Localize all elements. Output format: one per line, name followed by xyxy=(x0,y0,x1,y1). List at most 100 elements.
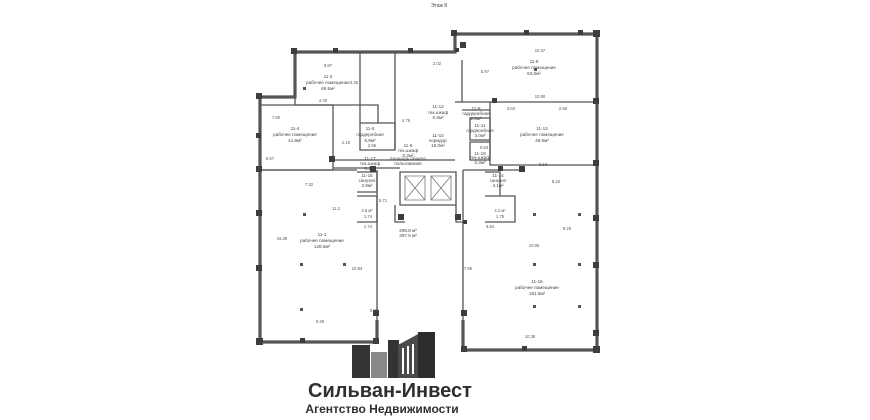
svg-text:3.0м²: 3.0м² xyxy=(474,133,486,138)
svg-text:1.75: 1.75 xyxy=(496,214,505,219)
svg-text:площадь общего: площадь общего xyxy=(390,156,427,161)
svg-text:гардеробная: гардеробная xyxy=(356,132,384,137)
svg-text:5.97: 5.97 xyxy=(481,69,490,74)
columns xyxy=(256,30,600,353)
room-labels: 11-2 рабочее помещение 69.5м² 11-8 рабоч… xyxy=(273,59,564,296)
svg-text:7.80: 7.80 xyxy=(272,115,281,120)
svg-text:1.74: 1.74 xyxy=(364,214,373,219)
svg-text:63.6м²: 63.6м² xyxy=(527,71,541,76)
room-11-1: 11-1 рабочее помещение 128.6м² xyxy=(300,232,344,249)
room-11-8: 11-8 рабочее помещение 63.6м² xyxy=(512,59,556,76)
svg-text:1.74: 1.74 xyxy=(364,224,373,229)
svg-text:10.37: 10.37 xyxy=(535,48,546,53)
svg-text:4.2 м²: 4.2 м² xyxy=(494,208,506,213)
room-11-19: 11-19 тех.шкаф 0.3м² xyxy=(470,151,490,165)
svg-text:5.67: 5.67 xyxy=(266,156,275,161)
svg-text:коридор: коридор xyxy=(429,138,447,143)
room-11-13: 11-13 рабочее помещение 49.8м² xyxy=(520,126,564,143)
svg-text:9.28: 9.28 xyxy=(563,226,572,231)
svg-text:0.72: 0.72 xyxy=(370,308,379,313)
svg-text:397.5 м²: 397.5 м² xyxy=(399,233,417,238)
svg-text:11-5: 11-5 xyxy=(366,126,375,131)
svg-text:2.9м²: 2.9м² xyxy=(361,183,373,188)
svg-text:гардеробная: гардеробная xyxy=(462,111,490,116)
room-11-4: 11-4 рабочее помещение 41.8м² xyxy=(273,126,317,143)
room-11-5: 11-5 гардеробная 5.9м² xyxy=(356,126,384,143)
room-11-16: 11-16 рабочее помещение 161.5м² xyxy=(515,279,559,296)
svg-text:0.93: 0.93 xyxy=(480,145,489,150)
svg-text:тех.шкаф: тех.шкаф xyxy=(470,155,490,160)
svg-text:0.1м²: 0.1м² xyxy=(364,166,376,171)
svg-text:0.3м²: 0.3м² xyxy=(432,115,444,120)
svg-text:9.87: 9.87 xyxy=(324,63,333,68)
svg-text:128.6м²: 128.6м² xyxy=(314,244,331,249)
room-11-15: 11-15 санузел 2.9м² xyxy=(359,173,376,188)
svg-text:санузел: санузел xyxy=(359,178,376,183)
svg-text:тех.шкаф: тех.шкаф xyxy=(398,148,418,153)
svg-text:2.02: 2.02 xyxy=(433,61,442,66)
svg-text:рабочее помещение: рабочее помещение xyxy=(515,285,559,290)
room-11-2: 11-2 рабочее помещение 69.5м² xyxy=(306,74,350,91)
svg-text:11-14: 11-14 xyxy=(492,173,504,178)
svg-text:10.38: 10.38 xyxy=(525,334,536,339)
common-area-label: площадь общего пользования 298.8 м² 397.… xyxy=(390,156,427,238)
grid-markers xyxy=(300,68,581,311)
logo-icon xyxy=(352,332,435,378)
svg-text:11-16: 11-16 xyxy=(531,279,543,284)
svg-text:тех.шкаф: тех.шкаф xyxy=(360,161,380,166)
svg-text:8.18: 8.18 xyxy=(539,162,548,167)
svg-text:рабочее помещение: рабочее помещение xyxy=(520,132,564,137)
svg-text:4.76: 4.76 xyxy=(402,118,411,123)
svg-text:7.85: 7.85 xyxy=(464,266,473,271)
svg-text:7.32: 7.32 xyxy=(305,182,314,187)
logo-name: Сильван-Инвест xyxy=(308,380,472,402)
svg-text:рабочее помещение: рабочее помещение xyxy=(300,238,344,243)
svg-text:5.9м²: 5.9м² xyxy=(364,138,376,143)
svg-text:11-12: 11-12 xyxy=(432,104,444,109)
svg-text:пользования: пользования xyxy=(394,161,422,166)
room-11-9: 11-9 гардеробная 2.5м² xyxy=(462,106,490,121)
svg-text:0.3м²: 0.3м² xyxy=(402,153,414,158)
svg-text:9.39: 9.39 xyxy=(316,319,325,324)
svg-text:49.8м²: 49.8м² xyxy=(535,138,549,143)
svg-text:рабочее помещение: рабочее помещение xyxy=(273,132,317,137)
svg-text:11-11: 11-11 xyxy=(474,123,486,128)
room-11-14: 11-14 санузел 4.1м² xyxy=(490,173,507,188)
svg-text:0.3м²: 0.3м² xyxy=(474,160,486,165)
svg-text:2.10: 2.10 xyxy=(342,140,351,145)
svg-text:11.2: 11.2 xyxy=(332,206,341,211)
svg-text:5.71: 5.71 xyxy=(379,198,388,203)
svg-text:3.35: 3.35 xyxy=(350,80,359,85)
svg-text:гардеробная: гардеробная xyxy=(466,128,494,133)
svg-text:11-2: 11-2 xyxy=(324,74,333,79)
svg-text:41.8м²: 41.8м² xyxy=(288,138,302,143)
room-11-10: 11-10 коридор 18.0м² xyxy=(429,133,447,148)
svg-text:рабочее помещение: рабочее помещение xyxy=(512,65,556,70)
svg-text:18.0м²: 18.0м² xyxy=(431,143,445,148)
interior-walls xyxy=(260,52,597,223)
svg-text:69.5м²: 69.5м² xyxy=(321,86,335,91)
svg-text:11-19: 11-19 xyxy=(474,151,486,156)
svg-text:3.84: 3.84 xyxy=(507,106,516,111)
svg-text:3.84: 3.84 xyxy=(486,224,495,229)
svg-text:4.5 м²: 4.5 м² xyxy=(361,208,373,213)
svg-text:11-10: 11-10 xyxy=(432,133,444,138)
svg-text:11-8: 11-8 xyxy=(530,59,539,64)
svg-text:тех.шкаф: тех.шкаф xyxy=(428,110,448,115)
svg-text:11-17: 11-17 xyxy=(364,156,376,161)
svg-text:298.8 м²: 298.8 м² xyxy=(399,228,417,233)
svg-text:11-1: 11-1 xyxy=(318,232,327,237)
svg-text:15.29: 15.29 xyxy=(277,236,288,241)
svg-text:11-15: 11-15 xyxy=(361,173,373,178)
svg-text:4.40: 4.40 xyxy=(319,98,328,103)
room-11-6: 11-6 тех.шкаф 0.3м² xyxy=(398,143,418,158)
svg-text:10.06: 10.06 xyxy=(529,243,540,248)
logo-subtitle: Агентство Недвижимости xyxy=(305,402,458,416)
room-11-12: 11-12 тех.шкаф 0.3м² xyxy=(428,104,448,120)
svg-text:санузел: санузел xyxy=(490,178,507,183)
svg-text:2.5м²: 2.5м² xyxy=(470,116,482,121)
svg-text:11-9: 11-9 xyxy=(472,106,481,111)
svg-text:11-4: 11-4 xyxy=(291,126,300,131)
svg-text:161.5м²: 161.5м² xyxy=(529,291,546,296)
